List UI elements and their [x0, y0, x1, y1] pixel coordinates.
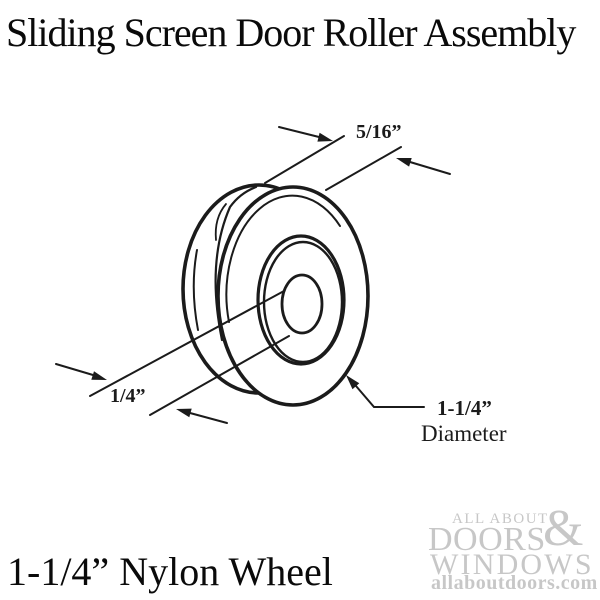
bore-arrow-right-line — [189, 412, 228, 424]
diameter-leader-line — [355, 385, 425, 408]
dim-label-diameter-word: Diameter — [421, 421, 507, 446]
rim-highlight-arc — [214, 203, 227, 241]
bore-arrow-left-line — [55, 363, 94, 376]
dim-label-width: 5/16” — [356, 121, 402, 143]
logo-line-doors: DOORS — [428, 521, 546, 558]
allaboutdoors-logo: ALL ABOUT & DOORS WINDOWS allaboutdoors.… — [428, 503, 600, 600]
logo-website-url: allaboutdoors.com — [431, 572, 598, 594]
diameter-arrowhead — [346, 375, 360, 390]
bore-arrowhead-left — [91, 371, 107, 380]
front-inner-rim-arc — [225, 194, 341, 323]
width-arrowhead-right — [396, 158, 412, 167]
width-arrow-left-line — [278, 126, 320, 138]
width-arrow-right-line — [409, 161, 451, 175]
wheel-bore — [280, 273, 324, 335]
bore-extension-line-upper — [89, 290, 285, 397]
groove-inner-arc — [214, 185, 258, 342]
page-title: Sliding Screen Door Roller Assembly — [6, 10, 576, 55]
dim-label-bore: 1/4” — [110, 385, 146, 407]
bore-arrowhead-right — [176, 408, 192, 418]
logo-ampersand: & — [543, 500, 584, 557]
width-extension-line-right — [325, 146, 402, 191]
width-arrowhead-left — [317, 132, 333, 142]
product-caption: 1-1/4” Nylon Wheel — [7, 549, 333, 594]
logo-line-windows: WINDOWS — [430, 548, 594, 581]
width-extension-line-left — [264, 135, 345, 184]
logo-line-allabout: ALL ABOUT — [452, 511, 549, 527]
bore-extension-line-lower — [149, 335, 290, 416]
dim-label-diameter-value: 1-1/4” — [437, 396, 492, 420]
back-flange-highlight-arc — [192, 249, 199, 331]
